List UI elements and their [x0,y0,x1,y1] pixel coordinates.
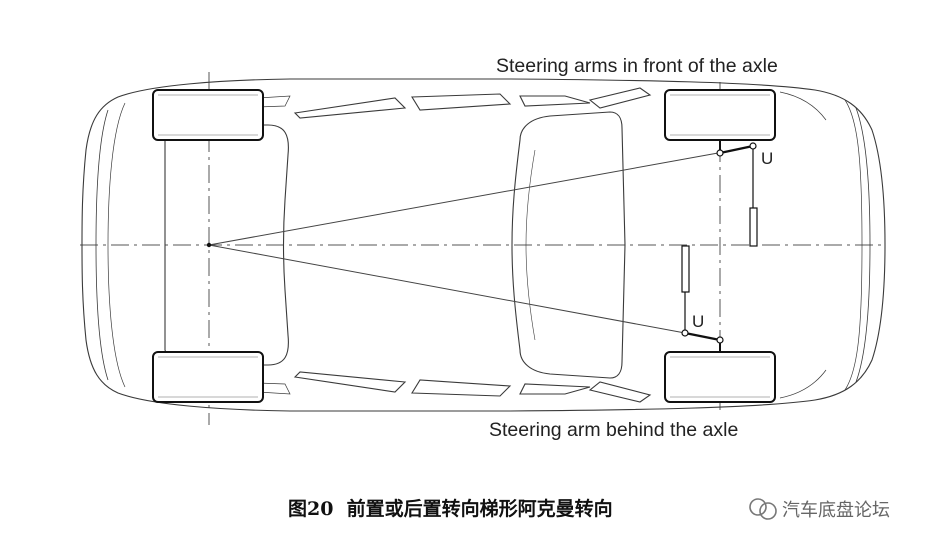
steering-linkage-top [716,140,758,247]
joint-label-top: U [761,149,773,168]
front-right-wheel [664,351,776,403]
watermark-text: 汽车底盘论坛 [782,500,890,521]
label-steering-arm-behind: Steering arm behind the axle [489,419,738,441]
steering-linkage-bottom [681,245,724,352]
figure-caption: 图20 前置或后置转向梯形阿克曼转向 [288,497,613,520]
front-left-wheel [664,89,776,141]
rear-right-wheel [152,351,264,403]
watermark: 汽车底盘论坛 [749,498,890,521]
ackermann-line-bottom [208,244,686,334]
rear-left-wheel [152,89,264,141]
joint-label-bottom: U [692,312,704,331]
label-steering-arms-front: Steering arms in front of the axle [496,55,778,77]
ackermann-line-top [208,152,719,246]
wechat-channel-icon [749,498,777,520]
car-body [81,78,886,412]
ackermann-point [206,242,212,248]
